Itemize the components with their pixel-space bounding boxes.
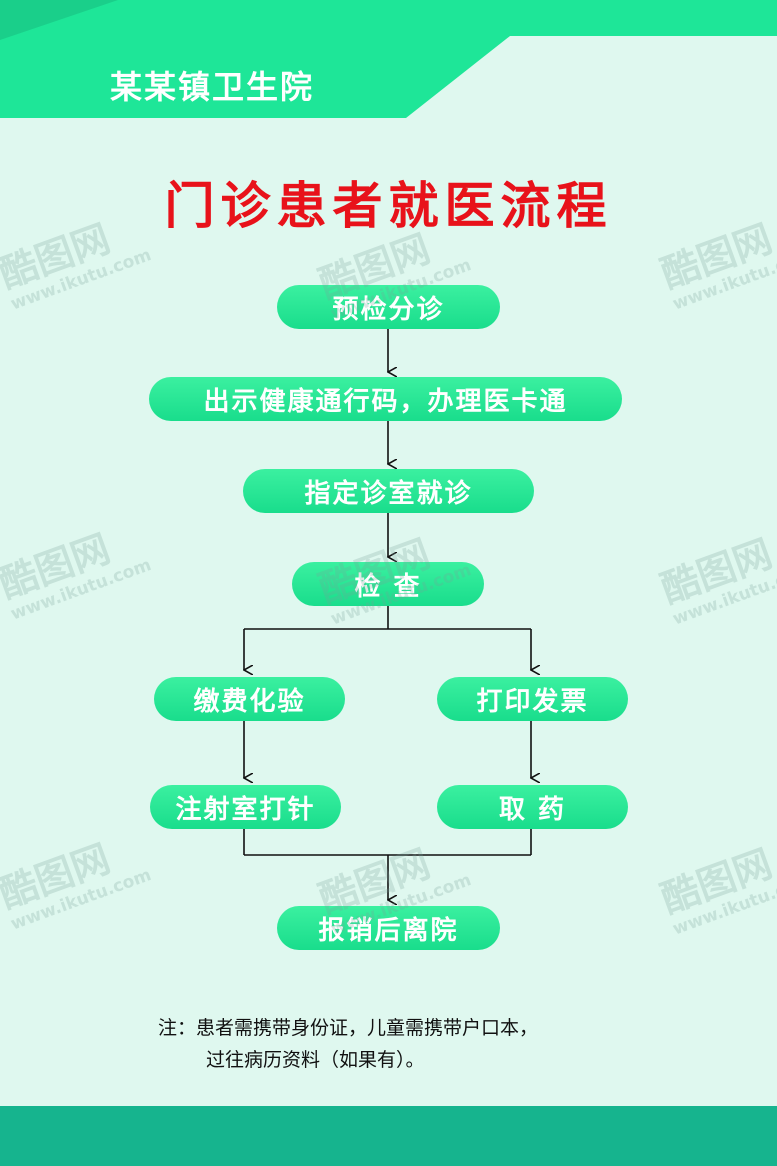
- footnote: 注：患者需携带身份证，儿童需携带户口本， 过往病历资料（如果有）。: [158, 1012, 538, 1076]
- step-print-invoice: 打印发票: [437, 677, 628, 721]
- step-payment-lab: 缴费化验: [154, 677, 345, 721]
- footnote-line-1: 注：患者需携带身份证，儿童需携带户口本，: [158, 1017, 539, 1039]
- page-title: 门诊患者就医流程: [164, 177, 613, 235]
- header-banner: 某某镇卫生院: [0, 0, 777, 120]
- hospital-name: 某某镇卫生院: [110, 68, 315, 106]
- step-pharmacy: 取 药: [437, 785, 628, 829]
- step-examination: 检 查: [292, 562, 484, 606]
- footnote-line-2: 过往病历资料（如果有）。: [206, 1049, 425, 1071]
- step-health-code: 出示健康通行码，办理医卡通: [149, 377, 622, 421]
- step-discharge: 报销后离院: [277, 906, 500, 950]
- step-injection-room: 注射室打针: [150, 785, 341, 829]
- header-banner-shape: [0, 0, 777, 118]
- footer-bar: [0, 1106, 777, 1166]
- step-triage: 预检分诊: [277, 285, 500, 329]
- step-consultation: 指定诊室就诊: [243, 469, 534, 513]
